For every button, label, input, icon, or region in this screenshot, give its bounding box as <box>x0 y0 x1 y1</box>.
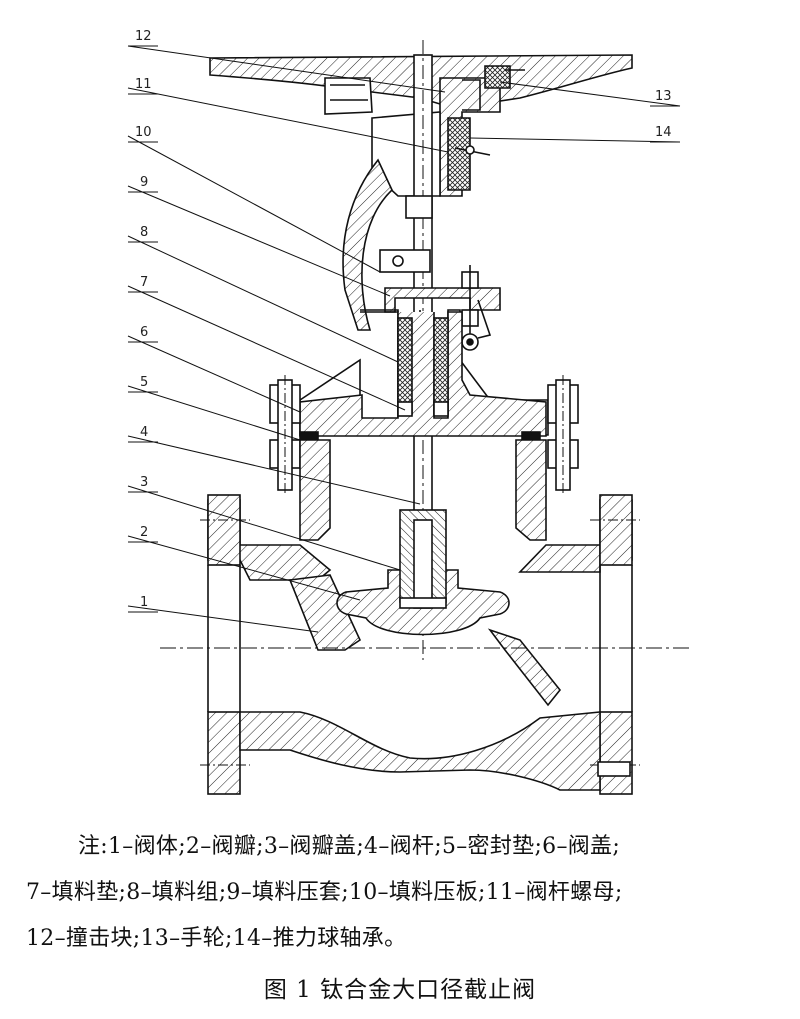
callout-8: 8 <box>140 225 148 240</box>
callout-5: 5 <box>140 375 148 390</box>
callout-11: 11 <box>135 77 152 92</box>
body-bonnet-bolts <box>269 375 579 495</box>
valve-body <box>160 439 690 795</box>
callout-13: 13 <box>655 89 672 104</box>
callout-1: 1 <box>140 595 148 610</box>
parts-legend-line-1: 注:1–阀体;2–阀瓣;3–阀瓣盖;4–阀杆;5–密封垫;6–阀盖; <box>78 834 621 859</box>
callout-14: 14 <box>655 125 672 140</box>
callout-10: 10 <box>135 125 152 140</box>
callout-2: 2 <box>140 525 148 540</box>
callout-6: 6 <box>140 325 148 340</box>
figure-caption: 图 1 钛合金大口径截止阀 <box>263 977 537 1003</box>
valve-disc <box>336 509 510 636</box>
callout-12: 12 <box>135 29 152 44</box>
callout-7: 7 <box>140 275 148 290</box>
bonnet <box>299 309 549 437</box>
callout-4: 4 <box>140 425 148 440</box>
parts-legend-line-3: 12–撞击块;13–手轮;14–推力球轴承。 <box>26 926 407 951</box>
callout-3: 3 <box>140 475 148 490</box>
callout-9: 9 <box>140 175 148 190</box>
parts-legend-line-2: 7–填料垫;8–填料组;9–填料压套;10–填料压板;11–阀杆螺母; <box>26 880 623 905</box>
leader-lines <box>127 45 681 633</box>
